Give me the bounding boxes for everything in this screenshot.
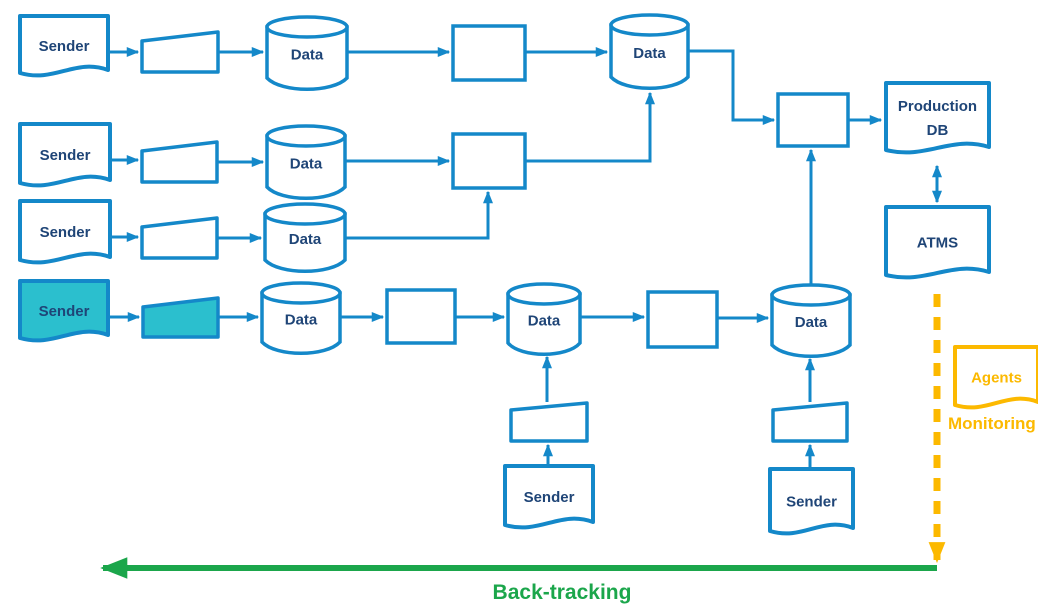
sender-document-3-label: Sender (40, 224, 91, 241)
sender-document-6-label: Sender (786, 494, 837, 511)
arrow-process-2-to-data-2 (525, 91, 655, 163)
sender-document-5: Sender (503, 464, 595, 530)
manual-input-2-shape (140, 140, 219, 184)
data-store-6: Data (506, 282, 582, 356)
data-store-7: Data (770, 283, 852, 358)
data-store-2-shape (609, 23, 690, 90)
manual-input-4-shape (141, 296, 220, 339)
manual-input-1-shape (140, 30, 220, 74)
manual-input-3 (140, 216, 219, 260)
data-store-4-top (263, 202, 347, 226)
manual-input-5 (509, 401, 589, 443)
manual-input-3-shape (140, 216, 219, 260)
data-store-1: Data (265, 15, 349, 91)
process-4-shape (646, 290, 719, 349)
sender-document-1-shape (18, 14, 110, 78)
agents-document-label: Agents (971, 370, 1022, 387)
process-merge-shape (776, 92, 850, 148)
data-store-7-shape (770, 293, 852, 358)
arrow-data-4-to-process-2 (345, 190, 493, 240)
process-4 (646, 290, 719, 349)
sender-document-2-shape (18, 122, 112, 188)
sender-document-5-shape (503, 464, 595, 530)
data-store-1-top (265, 15, 349, 39)
atms-document: ATMS (884, 205, 991, 280)
sender-document-2-label: Sender (40, 147, 91, 164)
sender-document-1: Sender (18, 14, 110, 78)
monitoring-label: Monitoring (948, 414, 1036, 433)
sender-document-6: Sender (768, 467, 855, 536)
connectors-layer (100, 47, 946, 579)
data-store-7-label: Data (795, 314, 828, 331)
manual-input-1 (140, 30, 220, 74)
process-2-shape (451, 132, 527, 190)
sender-document-3: Sender (18, 199, 112, 265)
data-store-4-label: Data (289, 231, 322, 248)
sender-document-1-label: Sender (39, 38, 90, 55)
sender-document-6-shape (768, 467, 855, 536)
production-db-document-shape (884, 81, 991, 155)
back-tracking-label: Back-tracking (493, 581, 632, 604)
data-store-5-label: Data (285, 312, 318, 329)
manual-input-6 (771, 401, 849, 443)
data-store-2-top (609, 13, 690, 37)
agents-document: Agents (953, 345, 1038, 410)
process-3 (385, 288, 457, 345)
sender-document-4-label: Sender (39, 303, 90, 320)
data-store-7-top (770, 283, 852, 307)
data-store-6-shape (506, 292, 582, 356)
data-store-4: Data (263, 202, 347, 273)
process-2 (451, 132, 527, 190)
data-store-3-top (265, 124, 347, 148)
sender-document-5-label: Sender (524, 489, 575, 506)
data-store-6-label: Data (528, 313, 561, 330)
atms-document-shape (884, 205, 991, 280)
process-1-shape (451, 24, 527, 82)
atms-document-label: ATMS (917, 235, 958, 252)
manual-input-2 (140, 140, 219, 184)
data-store-4-shape (263, 212, 347, 273)
manual-input-5-shape (509, 401, 589, 443)
data-store-1-label: Data (291, 47, 324, 64)
data-store-5: Data (260, 281, 342, 355)
manual-input-6-shape (771, 401, 849, 443)
process-1 (451, 24, 527, 82)
sender-document-4: Sender (18, 279, 110, 343)
sender-document-4-shape (18, 279, 110, 343)
data-store-3-shape (265, 134, 347, 200)
data-store-1-shape (265, 25, 349, 91)
data-store-3-label: Data (290, 156, 323, 173)
data-store-3: Data (265, 124, 347, 200)
data-store-5-top (260, 281, 342, 305)
sender-document-2: Sender (18, 122, 112, 188)
data-store-5-shape (260, 291, 342, 355)
data-store-2-label: Data (633, 45, 666, 62)
process-merge (776, 92, 850, 148)
process-3-shape (385, 288, 457, 345)
sender-document-3-shape (18, 199, 112, 265)
data-store-2: Data (609, 13, 690, 90)
arrow-data-2-to-merge (688, 49, 776, 125)
manual-input-4 (141, 296, 220, 339)
data-store-6-top (506, 282, 582, 306)
